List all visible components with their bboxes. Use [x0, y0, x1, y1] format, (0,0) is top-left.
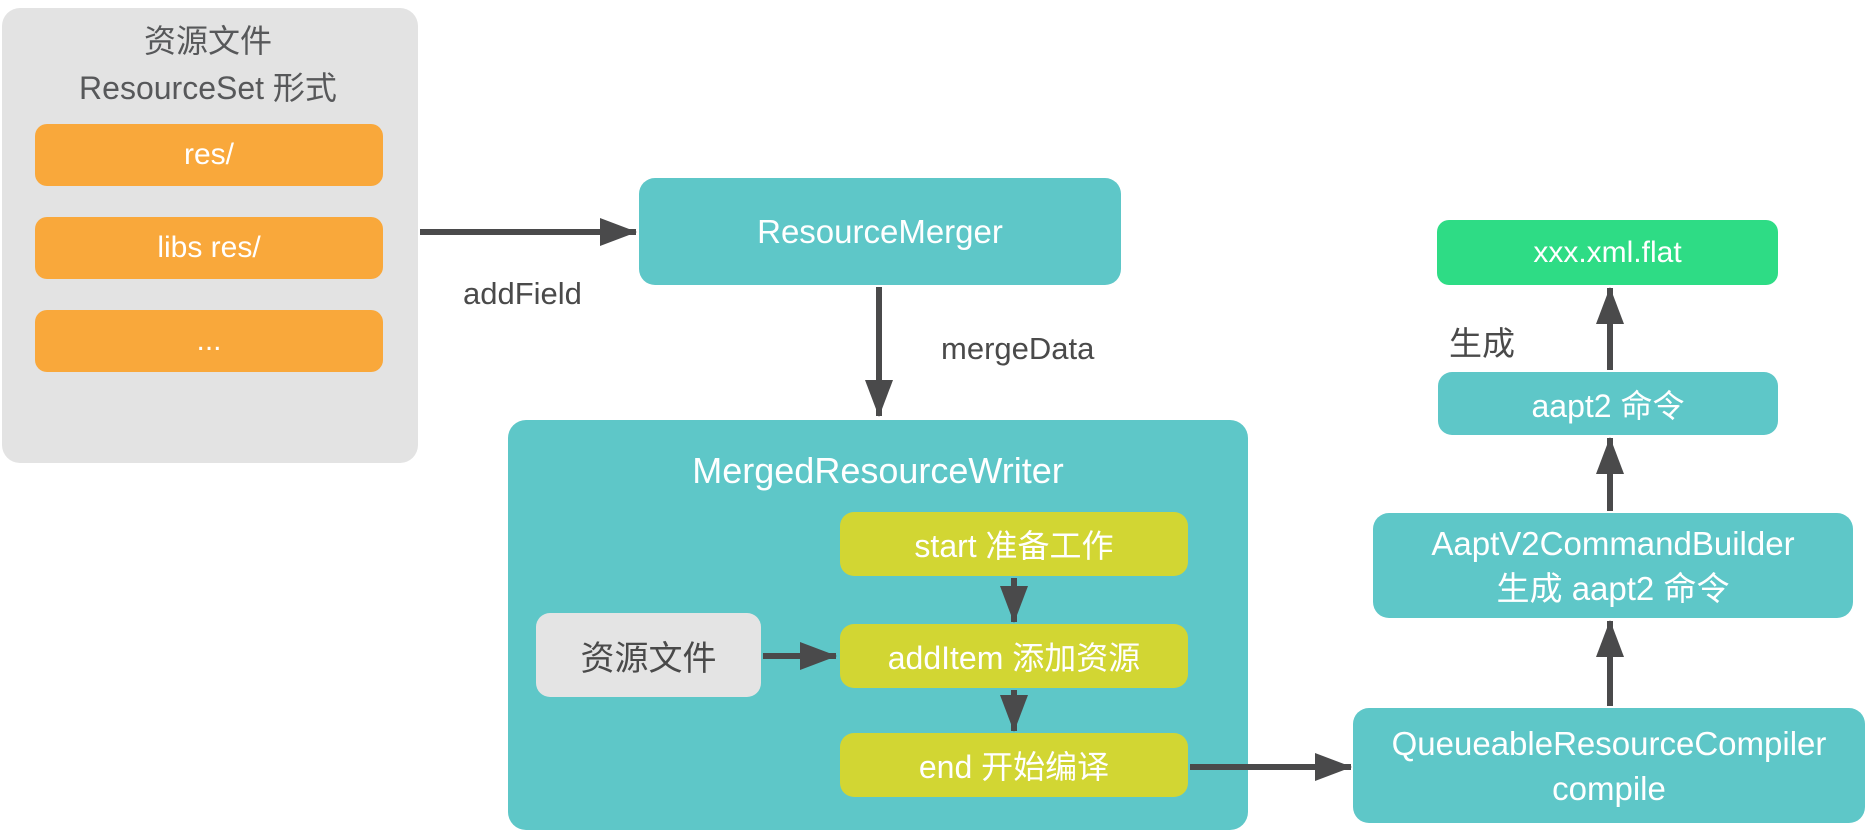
- panel-title-line1: 资源文件: [143, 23, 272, 59]
- aaptv2-line1: AaptV2CommandBuilder: [1431, 524, 1795, 562]
- aaptv2-line2: 生成 aapt2 命令: [1496, 569, 1730, 607]
- edge-label-generate: 生成: [1449, 325, 1515, 362]
- resource-item-ellipsis: ...: [35, 310, 383, 372]
- panel-title-line2: ResourceSet 形式: [79, 70, 337, 106]
- node-resource-file: 资源文件: [536, 613, 761, 697]
- step-start: start 准备工作: [840, 512, 1188, 576]
- node-queueable-resource-compiler: QueueableResourceCompiler compile: [1353, 708, 1865, 823]
- edge-label-addfield: addField: [463, 276, 582, 311]
- merged-resource-writer-title: MergedResourceWriter: [692, 450, 1064, 491]
- queueable-line2: compile: [1552, 769, 1666, 807]
- resource-item-libs-res: libs res/: [35, 217, 383, 279]
- resource-item-res: res/: [35, 124, 383, 186]
- queueable-line1: QueueableResourceCompiler: [1391, 724, 1827, 762]
- node-xxx-xml-flat: xxx.xml.flat: [1437, 220, 1778, 285]
- resource-set-panel-title: 资源文件 ResourceSet 形式: [0, 18, 416, 112]
- node-resource-merger: ResourceMerger: [639, 178, 1121, 285]
- step-end: end 开始编译: [840, 733, 1188, 797]
- node-aapt2-command: aapt2 命令: [1438, 372, 1778, 435]
- step-add-item: addItem 添加资源: [840, 624, 1188, 688]
- node-aaptv2-command-builder: AaptV2CommandBuilder 生成 aapt2 命令: [1373, 513, 1853, 618]
- edge-label-mergedata: mergeData: [941, 331, 1095, 366]
